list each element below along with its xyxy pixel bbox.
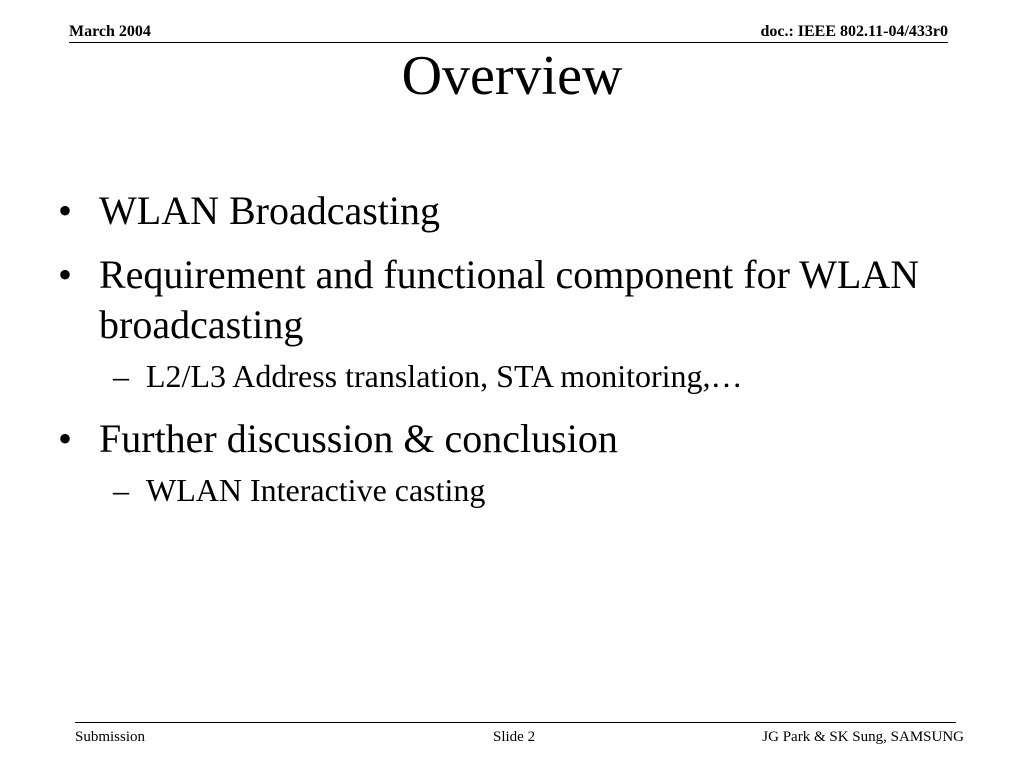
footer-slide-number: Slide 2 [493,729,536,745]
slide-title: Overview [401,45,623,107]
bullet-text: Requirement and functional component for… [99,252,920,347]
footer-authors: JG Park & SK Sung, SAMSUNG [762,729,964,745]
bullet-marker: • [58,252,73,297]
sub-bullet-text: WLAN Interactive casting [146,472,486,508]
bullet-marker: • [58,188,73,233]
bullet-marker: • [58,416,73,461]
sub-bullet-text: L2/L3 Address translation, STA monitorin… [146,358,743,394]
sub-bullet-item: – L2/L3 Address translation, STA monitor… [113,356,958,396]
bullet-item: • Requirement and functional component f… [58,250,958,350]
sub-bullet-marker: – [113,472,129,508]
bullet-item: • WLAN Broadcasting [58,186,958,236]
sub-bullet-item: – WLAN Interactive casting [113,470,958,510]
bullet-text: Further discussion & conclusion [99,416,618,461]
header-date: March 2004 [69,23,151,40]
header-doc-id: doc.: IEEE 802.11-04/433r0 [760,23,948,40]
header-divider [69,42,948,43]
slide-content: • WLAN Broadcasting • Requirement and fu… [58,186,958,528]
bullet-item: • Further discussion & conclusion [58,414,958,464]
footer-submission: Submission [75,729,146,745]
sub-bullet-marker: – [113,358,129,394]
footer-divider [75,722,956,723]
bullet-text: WLAN Broadcasting [99,188,441,233]
